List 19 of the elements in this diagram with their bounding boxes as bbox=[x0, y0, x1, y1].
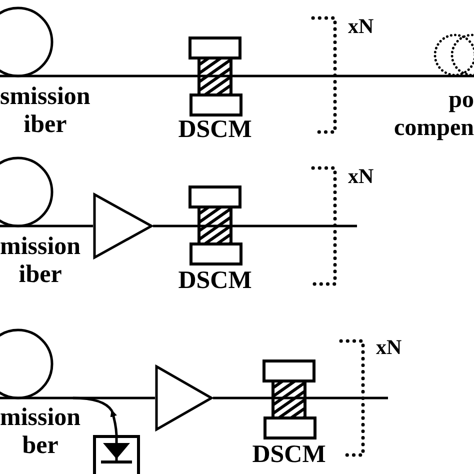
repeat-label: xN bbox=[376, 335, 402, 359]
fiber-line bbox=[90, 74, 178, 78]
module-label: DSCM bbox=[178, 116, 252, 144]
module-label: DSCM bbox=[178, 267, 252, 295]
fiber-line bbox=[112, 396, 155, 400]
fiber-label: mission iber bbox=[0, 233, 81, 289]
fiber-line bbox=[252, 224, 357, 228]
fiber-line bbox=[153, 224, 178, 228]
fiber-line bbox=[326, 396, 388, 400]
fiber-label: mission ber bbox=[0, 404, 81, 460]
repeat-label: xN bbox=[348, 14, 374, 38]
fiber-line bbox=[252, 74, 388, 78]
repeat-label: xN bbox=[348, 164, 374, 188]
fiber-line bbox=[90, 224, 93, 228]
fiber-line bbox=[213, 396, 252, 400]
module-label: DSCM bbox=[252, 441, 326, 469]
compensator-label: po compen bbox=[394, 86, 474, 142]
tap-arrow bbox=[110, 410, 118, 436]
fiber-label: smission iber bbox=[0, 83, 90, 139]
